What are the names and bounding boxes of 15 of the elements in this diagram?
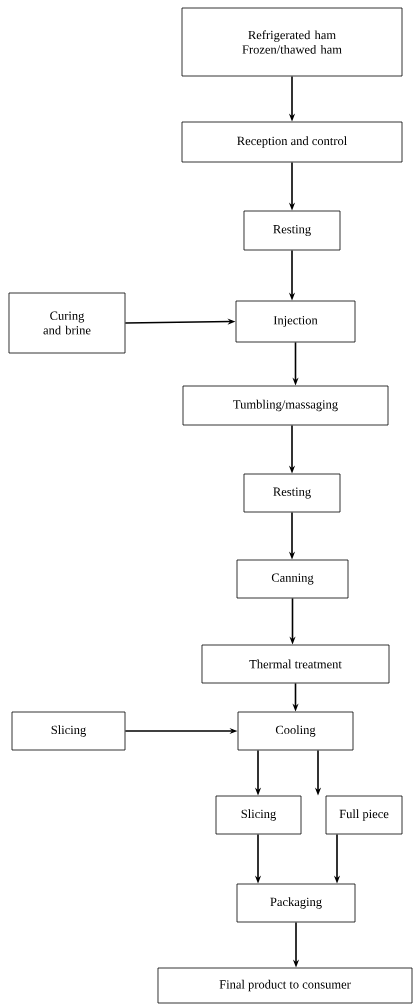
process-box: Slicing (11, 711, 126, 751)
process-box: Thermal treatment (201, 644, 390, 684)
process-box: Tumbling/massaging (182, 385, 389, 426)
process-box: Final product to consumer (157, 967, 413, 1004)
process-box: Refrigerated ham Frozen/thawed ham (181, 7, 403, 77)
process-box: Full piece (325, 795, 403, 835)
process-box: Resting (243, 210, 341, 251)
process-box: Resting (243, 473, 341, 513)
process-box: Injection (235, 300, 356, 343)
process-box: Curing and brine (8, 292, 126, 354)
process-box: Canning (236, 559, 349, 599)
process-box: Cooling (237, 711, 354, 751)
process-box: Packaging (236, 883, 356, 923)
process-box: Slicing (215, 795, 302, 835)
process-box: Reception and control (181, 121, 403, 163)
